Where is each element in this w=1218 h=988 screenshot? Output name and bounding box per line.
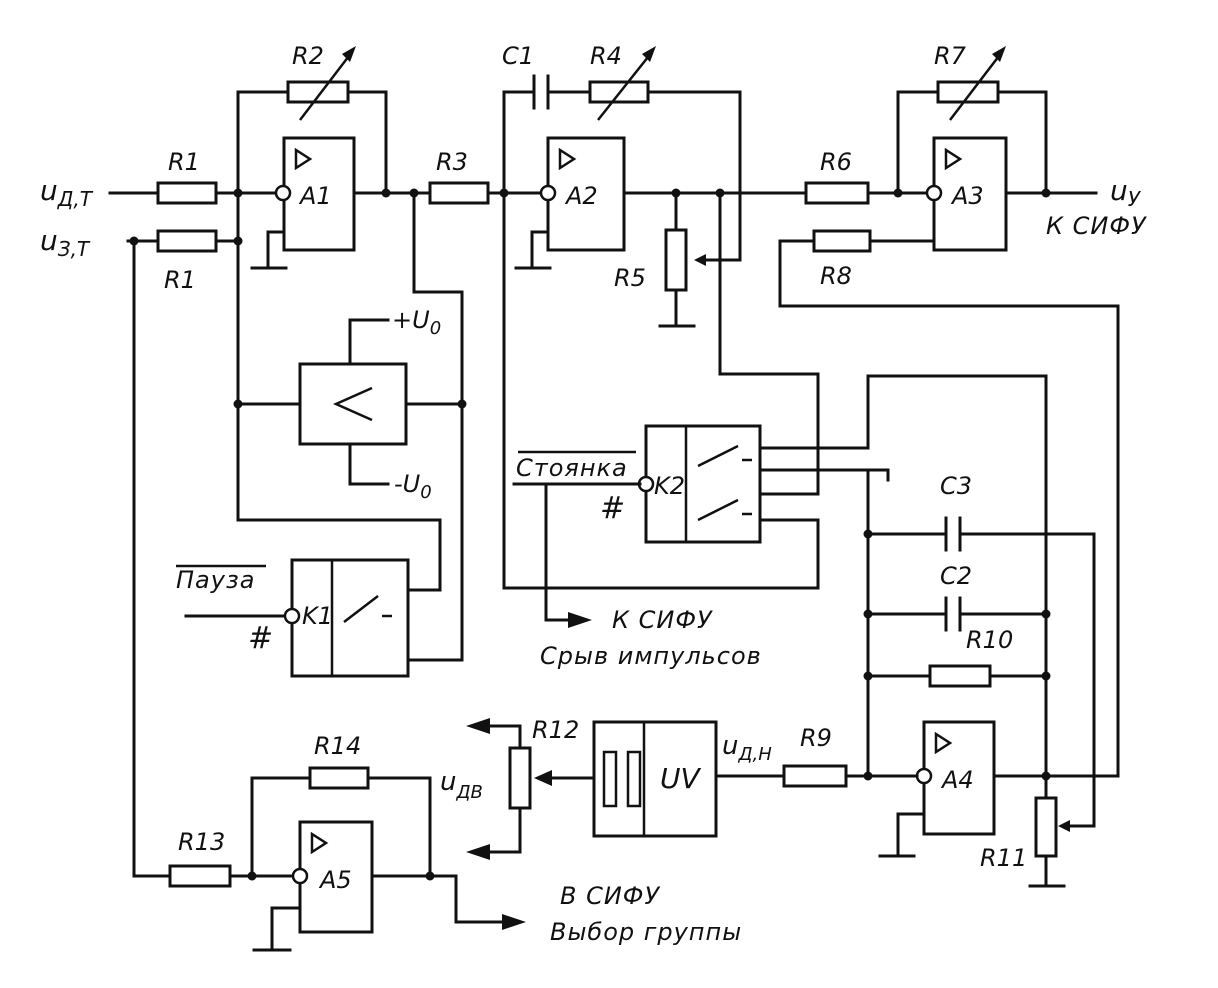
caption-stoyanka: Стоянка	[516, 454, 628, 482]
signal-u-y-destination: К СИФУ	[1046, 212, 1147, 240]
relay-k2	[512, 424, 890, 628]
label-r6: R6	[820, 148, 852, 176]
resistor-r13	[168, 864, 232, 888]
label-r1-top: R1	[168, 148, 200, 176]
label-a3: A3	[950, 182, 984, 210]
signal-u-y: uУ	[1110, 174, 1142, 211]
comparator	[236, 318, 464, 486]
opamp-a4	[844, 720, 1120, 858]
hash-k1: #	[248, 621, 273, 656]
signal-u-zt: uЗ,Т	[40, 224, 91, 261]
hash-k2: #	[600, 491, 625, 526]
label-a2: A2	[564, 182, 598, 210]
supply-plus-u0: +U0	[392, 306, 441, 339]
resistor-r3	[428, 181, 548, 205]
label-c2: C2	[940, 562, 972, 590]
captions: Стоянка Пауза К СИФУ Срыв импульсов В СИ…	[176, 454, 762, 946]
component-labels: R1 R1 R2 R3 C1 R4 R5 R6 R7 R8 C3 C2 R10 …	[164, 42, 1027, 894]
resistor-r1-bottom	[156, 229, 218, 253]
label-c1: C1	[502, 42, 534, 70]
feedback-network-a4	[863, 374, 1096, 832]
label-r9: R9	[800, 724, 832, 752]
label-uv: UV	[660, 762, 701, 795]
caption-vybor-gruppy: Выбор группы	[550, 918, 742, 946]
signal-u-dt: uД,Т	[40, 174, 94, 211]
resistor-r9	[714, 764, 848, 788]
supply-minus-u0: -U0	[394, 470, 432, 503]
label-r5: R5	[614, 264, 646, 292]
signal-labels: uД,Т uЗ,Т uУ К СИФУ +U0 -U0 uД,Н uДВ	[40, 174, 1147, 803]
label-r14: R14	[314, 732, 361, 760]
label-r8: R8	[820, 262, 852, 290]
potentiometer-r11	[1028, 774, 1066, 888]
caption-pauza: Пауза	[176, 566, 255, 594]
label-r11: R11	[980, 844, 1027, 872]
label-r4: R4	[590, 42, 622, 70]
caption-k-sifu: К СИФУ	[612, 606, 713, 634]
resistor-r1-top	[156, 181, 218, 205]
signal-u-dv: uДВ	[440, 767, 483, 803]
caption-sryv-impulsov: Срыв импульсов	[540, 642, 762, 670]
resistor-r6	[804, 181, 870, 205]
label-r2: R2	[292, 42, 324, 70]
resistor-r2-variable	[236, 46, 388, 195]
opamp-a2	[514, 136, 808, 270]
label-c3: C3	[940, 472, 972, 500]
label-k2: K2	[654, 472, 685, 500]
label-r1-bottom: R1	[164, 266, 196, 294]
resistor-r10	[928, 664, 992, 688]
label-r12: R12	[532, 716, 579, 744]
relay-k1	[184, 558, 410, 678]
signal-u-dn: uД,Н	[722, 731, 772, 765]
label-a4: A4	[940, 766, 974, 794]
label-a5: A5	[318, 866, 352, 894]
opamp-a1	[250, 136, 432, 270]
input-stage	[108, 90, 442, 878]
opamp-a5	[168, 766, 526, 952]
k2-left-wiring	[502, 191, 820, 590]
label-a1: A1	[298, 182, 332, 210]
resistor-r7-variable	[896, 46, 1048, 195]
potentiometer-r12	[466, 718, 532, 860]
resistor-r8	[812, 229, 872, 253]
label-r7: R7	[934, 42, 967, 70]
sensor-uv	[534, 720, 718, 838]
label-r10: R10	[966, 626, 1013, 654]
label-k1: K1	[302, 602, 333, 630]
label-r3: R3	[436, 148, 468, 176]
label-r13: R13	[178, 828, 225, 856]
potentiometer-r5	[658, 191, 696, 328]
caption-v-sifu: В СИФУ	[560, 882, 660, 910]
resistor-r14	[308, 766, 370, 790]
